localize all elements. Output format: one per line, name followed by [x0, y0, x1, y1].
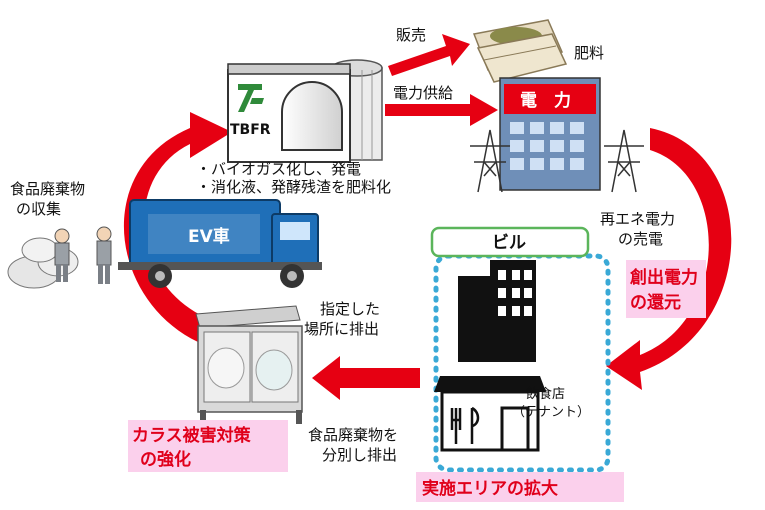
sorting-line-2: 分別し排出	[322, 446, 397, 464]
process-line-2: ・消化液、発酵残渣を肥料化	[196, 178, 391, 196]
building-title: ビル	[492, 233, 526, 253]
renewable-line-2: の売電	[618, 230, 663, 248]
restaurant-line-1: 飲食店	[526, 386, 565, 402]
power-sign-text: 電 力	[520, 90, 571, 111]
arrow-left-arc	[123, 112, 232, 342]
power-supply-label: 電力供給	[393, 84, 453, 102]
crow-line-1: カラス被害対策	[132, 425, 252, 446]
collection-line-2: の収集	[16, 200, 61, 218]
area-expansion-label: 実施エリアの拡大	[422, 478, 558, 499]
ev-truck-label: EV車	[188, 226, 230, 247]
garbage-bin-icon	[195, 305, 303, 424]
arrow-power-supply	[385, 94, 498, 126]
renewable-line-1: 再エネ電力	[600, 210, 675, 228]
designated-line-1: 指定した	[320, 300, 380, 318]
fertilizer-bags-icon	[472, 19, 568, 83]
arrow-to-bin	[312, 356, 420, 400]
fertilizer-label: 肥料	[574, 44, 604, 62]
arrow-right-arc	[606, 128, 732, 390]
ev-truck-icon	[118, 199, 322, 288]
arrow-to-fertilizer	[388, 34, 470, 76]
building-title-box	[430, 226, 590, 258]
power-building-icon	[499, 77, 601, 191]
collection-worker-icon	[54, 226, 112, 284]
area-expansion-highlight	[416, 472, 624, 502]
designated-line-2: 場所に排出	[304, 320, 379, 338]
collection-line-1: 食品廃棄物	[10, 180, 85, 198]
restaurant-line-2: （テナント）	[512, 405, 590, 420]
transmission-tower-left-icon	[470, 129, 510, 193]
biogas-facility-icon	[227, 59, 383, 163]
office-building-icon	[458, 260, 536, 362]
process-line-1: ・バイオガス化し、発電	[196, 160, 361, 178]
return-line-1: 創出電力	[629, 267, 698, 288]
sales-label: 販売	[396, 26, 426, 44]
crow-measures-highlight	[128, 420, 288, 472]
sorting-line-1: 食品廃棄物を	[308, 426, 398, 444]
facility-logo-text: TBFR	[230, 122, 271, 138]
return-line-2: の還元	[630, 293, 681, 313]
crow-line-2: の強化	[140, 449, 191, 470]
restaurant-icon	[434, 376, 546, 452]
transmission-tower-right-icon	[604, 129, 644, 193]
return-power-highlight	[626, 260, 706, 318]
